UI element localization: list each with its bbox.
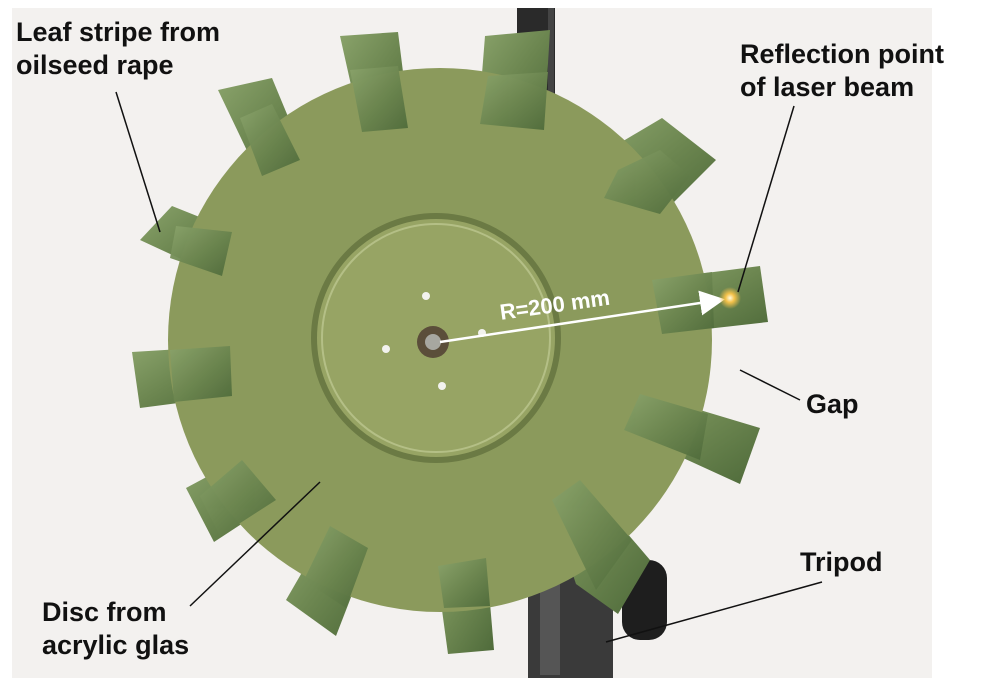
leaf-stripe-pointer (115, 91, 161, 233)
leaf-stripes-overlap (170, 66, 714, 608)
tripod-label-text: Tripod (800, 547, 883, 577)
reflection-label-line1: Reflection point (740, 39, 944, 69)
gap-label-text: Gap (806, 389, 859, 419)
leaf-stripe-label-line1: Leaf stripe from (16, 17, 221, 47)
reflection-pointer (737, 105, 795, 293)
reflection-label: Reflection point of laser beam (740, 38, 944, 104)
tripod-label: Tripod (800, 546, 883, 579)
disc-pointer (189, 481, 321, 607)
leaf-stripe-label: Leaf stripe from oilseed rape (16, 16, 220, 82)
annotation-lines (115, 91, 823, 643)
leaf-stripe-label-line2: oilseed rape (16, 50, 174, 80)
radius-arrow (439, 290, 725, 344)
hole (438, 382, 446, 390)
hole (382, 345, 390, 353)
laser-reflection-point (719, 287, 741, 309)
disc-label-line2: acrylic glas (42, 630, 190, 660)
reflection-label-line2: of laser beam (740, 72, 915, 102)
gap-label: Gap (806, 388, 859, 421)
disc-label-line1: Disc from (42, 597, 167, 627)
gap-pointer (739, 369, 801, 401)
disc-label: Disc from acrylic glas (42, 596, 189, 662)
tripod-pointer (605, 581, 823, 643)
hole (422, 292, 430, 300)
